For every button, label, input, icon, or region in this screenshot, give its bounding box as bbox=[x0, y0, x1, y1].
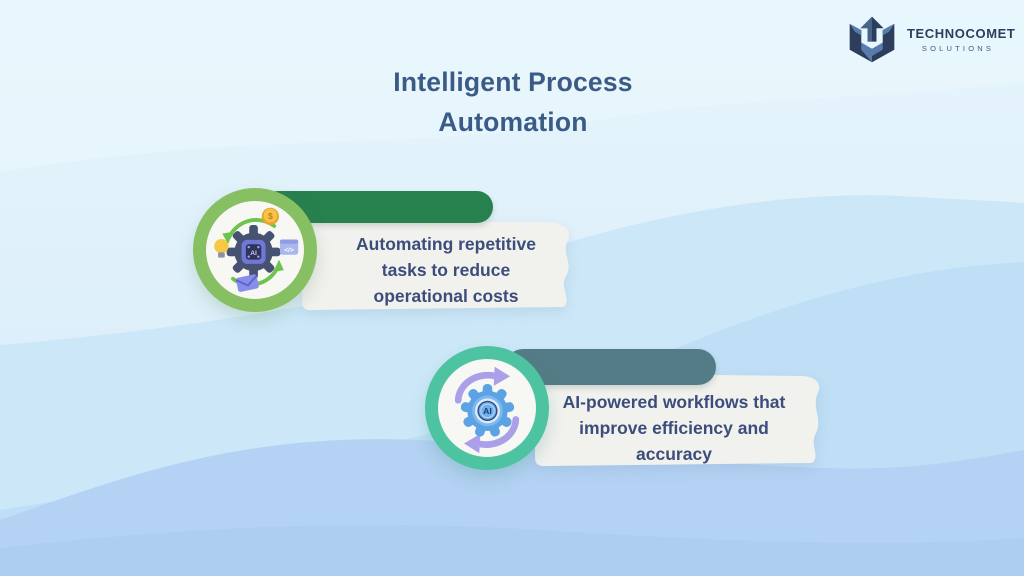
card-1-body bbox=[302, 220, 570, 311]
page-title-line-1: Intelligent Process bbox=[393, 67, 633, 97]
envelope-icon bbox=[235, 274, 259, 292]
coin-icon: $ bbox=[261, 207, 279, 226]
badge-label: AI bbox=[483, 406, 492, 416]
card-2-body bbox=[535, 373, 820, 467]
brand-tagline: SOLUTIONS bbox=[921, 43, 995, 53]
card-1-line-2: tasks to reduce bbox=[381, 260, 511, 280]
gear-icon: AI bbox=[226, 225, 281, 279]
page-title-line-2: Automation bbox=[438, 107, 588, 137]
svg-text:$: $ bbox=[268, 211, 273, 221]
wave-layer-4 bbox=[0, 524, 1024, 576]
card-1-text: Automating repetitive tasks to reduce op… bbox=[330, 231, 562, 309]
process-automation-cycle-icon: AI $ </> bbox=[214, 207, 299, 292]
ai-badge: AI bbox=[475, 398, 500, 424]
card-2-text: AI-powered workflows that improve effici… bbox=[548, 389, 800, 467]
page-title: Intelligent Process Automation bbox=[313, 62, 713, 142]
chip-label: AI bbox=[250, 250, 257, 257]
svg-text:</>: </> bbox=[284, 247, 294, 254]
lightbulb-icon bbox=[214, 238, 229, 258]
card-2-line-3: accuracy bbox=[636, 444, 712, 464]
refresh-arrows-icon bbox=[454, 366, 520, 454]
card-2-icon-circle: AI bbox=[425, 346, 549, 470]
wave-top-highlight bbox=[0, 0, 1024, 172]
ai-gear-icon: AI bbox=[460, 384, 515, 437]
ai-gear-refresh-icon: AI bbox=[454, 366, 520, 454]
card-2-line-1: AI-powered workflows that bbox=[562, 392, 786, 412]
brand-logo: TECHNOCOMET SOLUTIONS bbox=[845, 13, 1015, 65]
card-1-line-1: Automating repetitive bbox=[356, 234, 536, 254]
code-window-icon: </> bbox=[279, 239, 299, 255]
technocomet-logo-icon bbox=[849, 16, 895, 63]
brand-name: TECHNOCOMET bbox=[907, 25, 1016, 41]
card-1-icon-circle: AI $ </> bbox=[193, 188, 317, 312]
card-1-line-3: operational costs bbox=[373, 286, 519, 306]
card-2-line-2: improve efficiency and bbox=[579, 418, 769, 438]
